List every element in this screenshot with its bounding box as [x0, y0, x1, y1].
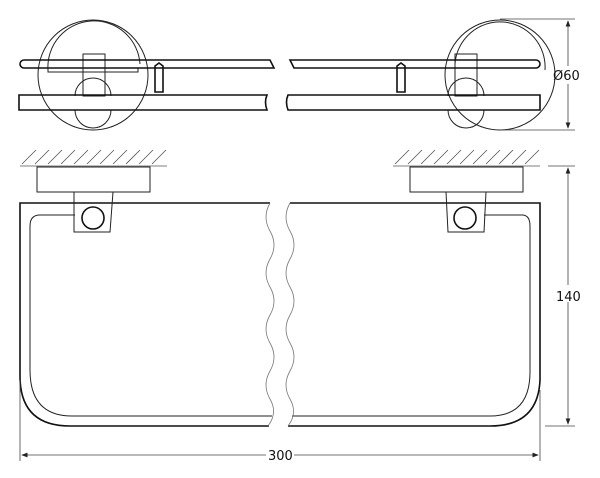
front-view — [19, 149, 541, 427]
left-bracket — [73, 191, 114, 233]
right-mount-base — [409, 166, 524, 193]
glass-right — [285, 94, 541, 111]
width-label: 300 — [268, 449, 293, 464]
width-dimension: 300 — [19, 380, 541, 464]
right-wall-flange — [444, 19, 556, 131]
diameter-label: Ø60 — [553, 69, 580, 84]
shelf-outer-right — [288, 202, 541, 427]
wall-hatch-right — [393, 149, 540, 167]
top-rail-left — [19, 59, 276, 69]
shelf-outer-left — [19, 202, 270, 427]
rail-clip-right — [396, 62, 406, 93]
break-line-left — [265, 202, 275, 427]
top-view — [18, 19, 556, 131]
wall-hatch-left — [20, 149, 167, 167]
left-wall-flange — [37, 19, 149, 131]
diameter-dimension: Ø60 — [500, 18, 580, 131]
depth-dimension: 140 — [545, 165, 581, 427]
break-line-right — [285, 202, 295, 427]
depth-label: 140 — [556, 290, 581, 305]
shelf-inner-left — [29, 214, 272, 417]
right-bracket — [445, 191, 487, 233]
rail-clip-left — [154, 62, 164, 93]
left-mount-base — [36, 166, 151, 193]
shelf-inner-right — [292, 214, 531, 417]
top-rail-right — [288, 59, 541, 69]
glass-left — [18, 94, 269, 111]
